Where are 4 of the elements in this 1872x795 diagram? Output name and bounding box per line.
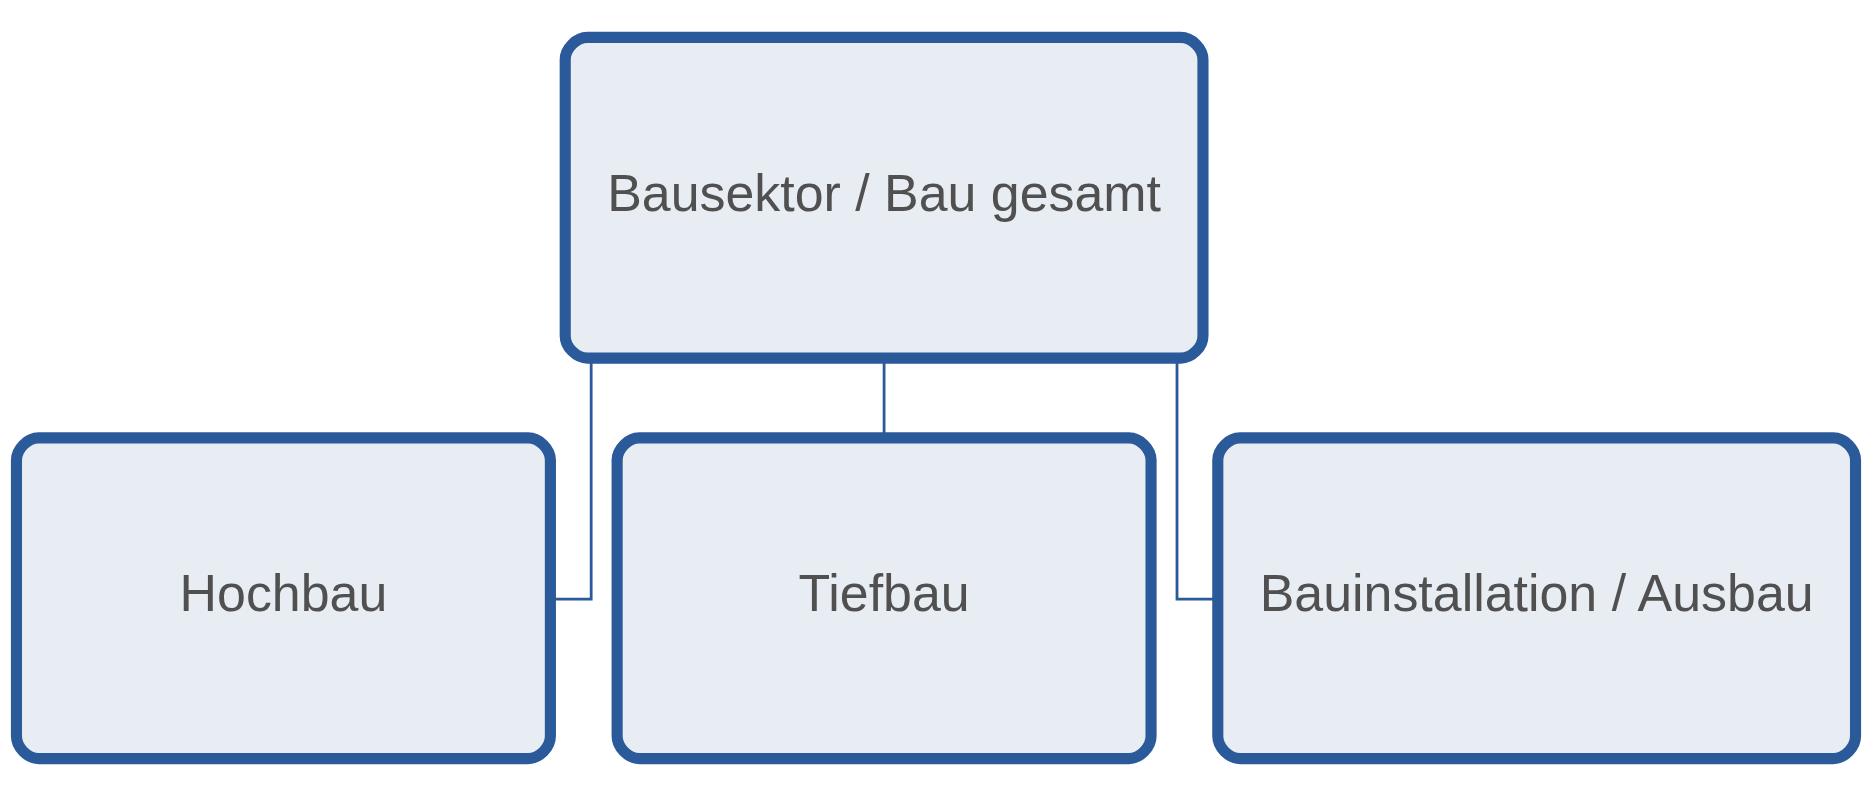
node-box: Tiefbau — [611, 431, 1157, 764]
node-box: Bauinstallation / Ausbau — [1212, 431, 1862, 764]
node-box: Bausektor / Bau gesamt — [559, 31, 1209, 364]
node-box: Hochbau — [10, 431, 556, 764]
